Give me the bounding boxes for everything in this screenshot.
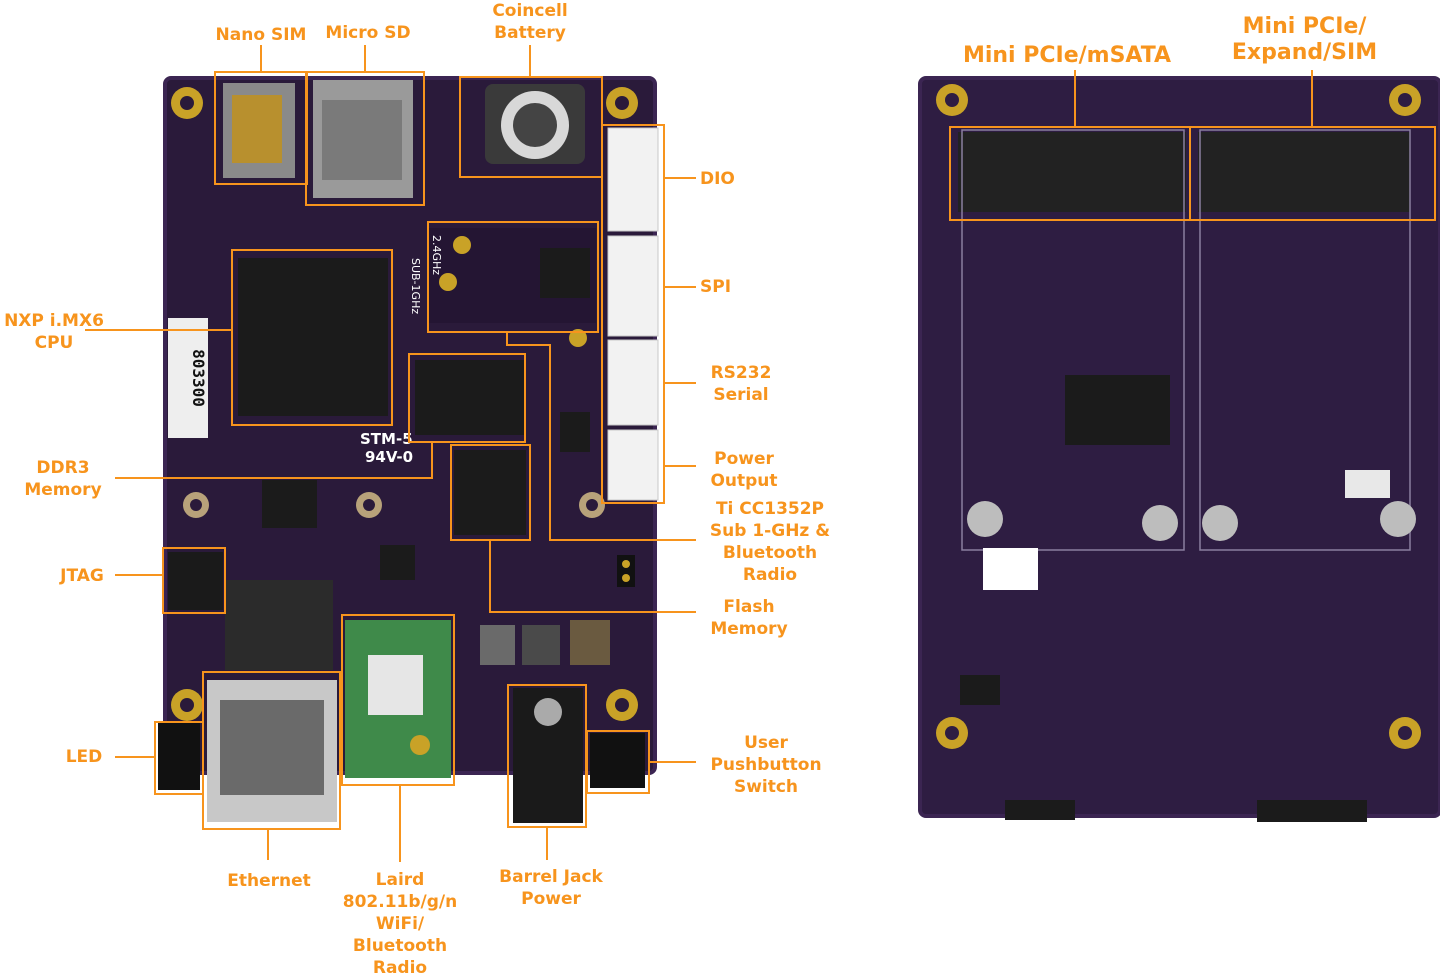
callout-line-icon [949,70,1436,221]
label-ddr3-memory: DDR3 Memory [24,458,102,500]
label-led: LED [65,747,103,767]
label-nano-sim: Nano SIM [215,25,307,45]
label-laird: Laird 802.11b/g/n WiFi/ Bluetooth Radio [342,870,458,978]
label-ti-radio: Ti CC1352P Sub 1-GHz & Bluetooth Radio [709,499,831,585]
callout-line-icon [85,45,696,862]
label-spi: SPI [700,277,732,297]
label-coincell-battery: Coincell Battery [492,1,568,43]
label-micro-sd: Micro SD [325,23,411,43]
label-dio: DIO [700,169,735,189]
label-jtag: JTAG [60,566,104,586]
board-front-icon: 803300 [158,76,659,823]
label-power-output: Power Output [710,449,778,491]
stm-mark: STM-5 [360,430,413,448]
label-user-pushbutton: User Pushbutton Switch [710,733,822,797]
rf-band-1: 2.4GHz [430,235,443,275]
label-flash-memory: Flash Memory [710,597,788,639]
label-rs232-serial: RS232 Serial [710,363,772,405]
ul-mark: 94V-0 [365,448,413,466]
mounting-hole-icon [171,87,638,721]
label-ethernet: Ethernet [227,871,311,891]
board-back-icon [918,76,1440,822]
label-mini-pcie-msata: Mini PCIe/mSATA [962,43,1172,68]
barcode-number: 803300 [189,349,208,407]
label-barrel-jack: Barrel Jack Power [499,867,603,909]
label-nxp-cpu: NXP i.MX6 CPU [4,311,104,353]
rf-band-2: SUB-1GHz [409,258,422,314]
label-mini-pcie-expand-sim: Mini PCIe/ Expand/SIM [1231,14,1378,65]
